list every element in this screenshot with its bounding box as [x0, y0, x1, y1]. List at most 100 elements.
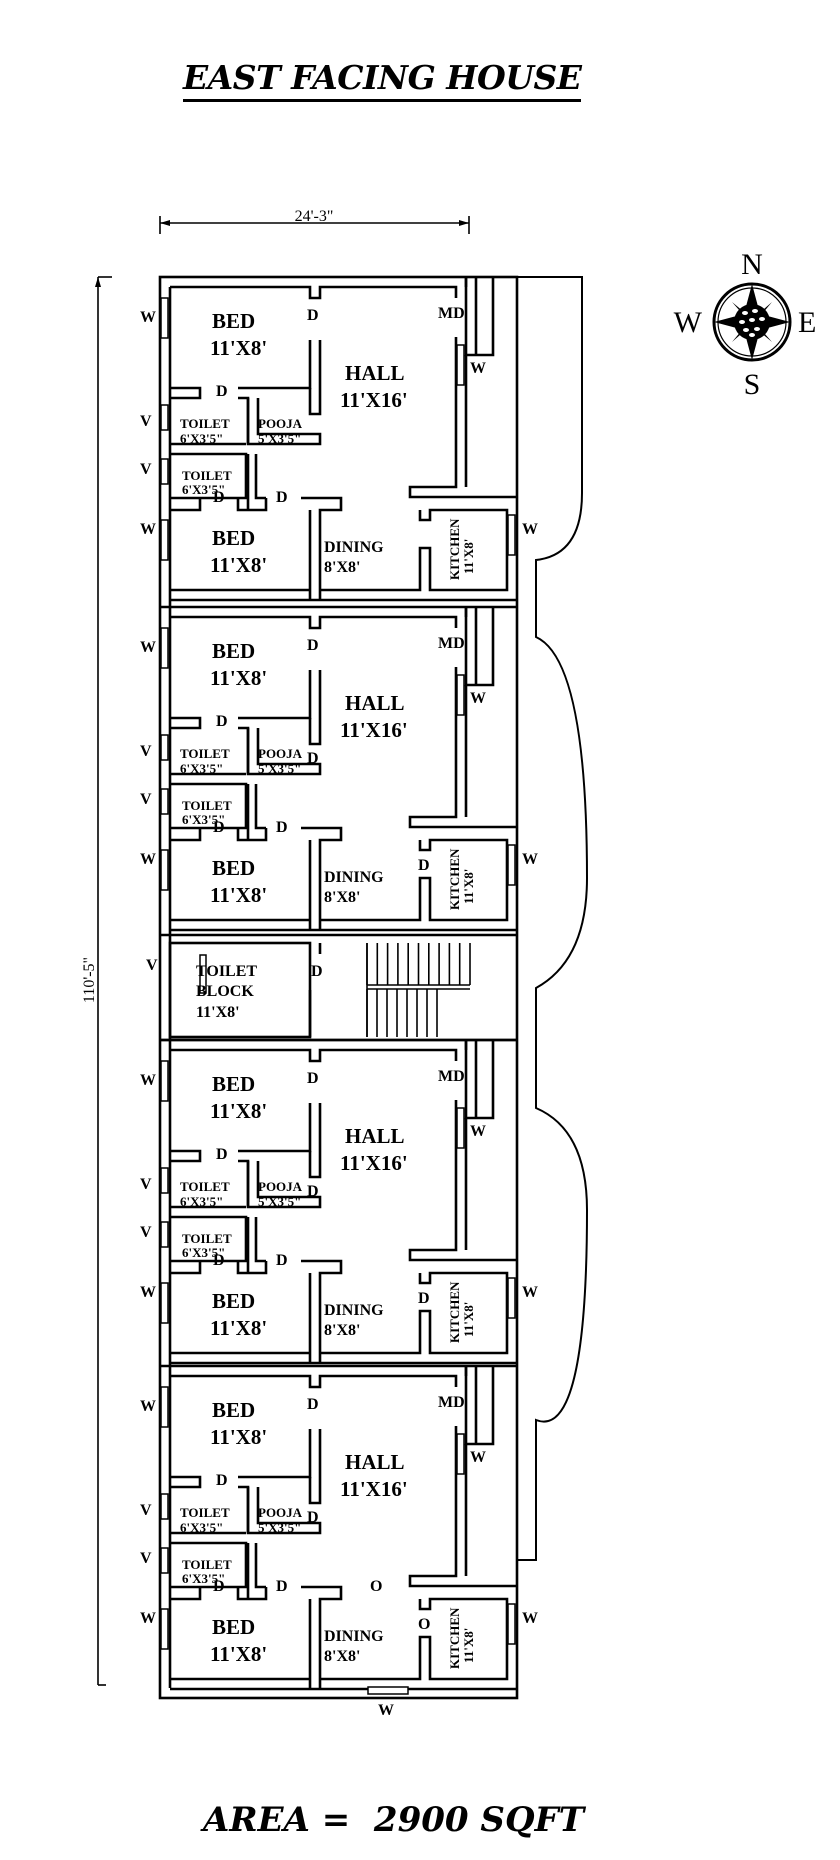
- kitchen-label: KITCHEN: [447, 848, 462, 910]
- hall-size: 11'X16': [340, 1151, 408, 1175]
- compound-boundary: [469, 276, 589, 1561]
- toilet-size: 6'X3'5": [182, 812, 225, 827]
- bed-label: BED: [212, 526, 255, 550]
- toilet-block-door-label: D: [311, 963, 323, 980]
- kitchen-size: 11'X8': [461, 1628, 476, 1663]
- window-label: W: [140, 851, 156, 868]
- window-label: W: [470, 1449, 486, 1466]
- toilet-label: TOILET: [180, 416, 230, 431]
- bed-label: BED: [212, 309, 255, 333]
- dining-size: 8'X8': [324, 889, 360, 906]
- bed-size: 11'X8': [210, 883, 267, 907]
- dining-label: DINING: [324, 869, 384, 886]
- pooja-size: 5'X3'5": [258, 1520, 301, 1535]
- ventilator-label: V: [140, 743, 152, 760]
- main-door-label: MD: [438, 1394, 465, 1411]
- window: [456, 344, 465, 386]
- kitchen-label: KITCHEN: [447, 518, 462, 580]
- ventilator-label: V: [140, 1176, 152, 1193]
- window-label: W: [522, 1284, 538, 1301]
- window-label: W: [140, 309, 156, 326]
- window: [160, 519, 169, 561]
- pooja-size: 5'X3'5": [258, 761, 301, 776]
- window-label: W: [470, 690, 486, 707]
- kitchen-door-label: O: [418, 1616, 430, 1633]
- door-label: D: [213, 1252, 225, 1269]
- staircase: [366, 943, 471, 1037]
- hall-size: 11'X16': [340, 1477, 408, 1501]
- hall-label: HALL: [345, 1450, 405, 1474]
- door-label: D: [307, 1509, 319, 1526]
- window-label: W: [522, 851, 538, 868]
- window: [160, 627, 169, 669]
- ventilator-label: V: [140, 461, 152, 478]
- toilet-block-label-2: BLOCK: [196, 983, 254, 1000]
- ventilator-label: V: [140, 1502, 152, 1519]
- bed-size: 11'X8': [210, 1642, 267, 1666]
- toilet-size: 6'X3'5": [180, 1194, 223, 1209]
- pooja-label: POOJA: [258, 746, 303, 761]
- bed-label: BED: [212, 856, 255, 880]
- kitchen-door-label: D: [418, 857, 430, 874]
- pooja-label: POOJA: [258, 1179, 303, 1194]
- door-label: D: [276, 1578, 288, 1595]
- window: [160, 1167, 169, 1194]
- window-south-label: W: [378, 1702, 394, 1719]
- window: [456, 1107, 465, 1149]
- window-label: W: [140, 1398, 156, 1415]
- width-dimension-label: 24'-3": [295, 208, 334, 225]
- hall-label: HALL: [345, 361, 405, 385]
- toilet-label: TOILET: [180, 1505, 230, 1520]
- door-label: D: [307, 307, 319, 324]
- door-label: D: [276, 1252, 288, 1269]
- window: [160, 458, 169, 485]
- toilet-label: TOILET: [182, 1231, 232, 1246]
- ventilator-label: V: [140, 413, 152, 430]
- window: [507, 1603, 516, 1645]
- toilet-size: 6'X3'5": [182, 1245, 225, 1260]
- window-label: W: [522, 1610, 538, 1627]
- window: [160, 1221, 169, 1248]
- ventilator-toilet-block: [199, 954, 207, 994]
- kitchen-size: 11'X8': [461, 869, 476, 904]
- window: [160, 1547, 169, 1574]
- compass-east: E: [798, 306, 816, 339]
- door-label: D: [213, 819, 225, 836]
- bed-size: 11'X8': [210, 1425, 267, 1449]
- door-label: D: [216, 1146, 228, 1163]
- bed-size: 11'X8': [210, 1316, 267, 1340]
- dining-label: DINING: [324, 1628, 384, 1645]
- window: [160, 1386, 169, 1428]
- ventilator-label: V: [140, 1550, 152, 1567]
- bed-label: BED: [212, 1072, 255, 1096]
- compass-north: N: [741, 248, 763, 281]
- dining-label: DINING: [324, 1302, 384, 1319]
- pooja-label: POOJA: [258, 416, 303, 431]
- bed-size: 11'X8': [210, 1099, 267, 1123]
- hall-size: 11'X16': [340, 388, 408, 412]
- drawing-title: EAST FACING HOUSE: [183, 58, 582, 102]
- door-label: D: [307, 750, 319, 767]
- compass-south: S: [744, 368, 761, 401]
- kitchen-label: KITCHEN: [447, 1281, 462, 1343]
- window-label: W: [470, 360, 486, 377]
- length-dimension: 110'-5": [81, 276, 112, 1686]
- door-label: D: [216, 383, 228, 400]
- door-label: D: [307, 1070, 319, 1087]
- window-label: W: [140, 1610, 156, 1627]
- bed-size: 11'X8': [210, 666, 267, 690]
- door-label: D: [216, 1472, 228, 1489]
- ventilator-label: V: [140, 791, 152, 808]
- kitchen-door-label: D: [418, 1290, 430, 1307]
- window-label: W: [140, 1072, 156, 1089]
- hall-label: HALL: [345, 691, 405, 715]
- window: [160, 734, 169, 761]
- toilet-label: TOILET: [182, 468, 232, 483]
- door-label: D: [276, 489, 288, 506]
- area-label: AREA = 2900 SQFT: [203, 1800, 585, 1840]
- length-dimension-label: 110'-5": [81, 957, 98, 1003]
- toilet-block-size: 11'X8': [196, 1004, 240, 1021]
